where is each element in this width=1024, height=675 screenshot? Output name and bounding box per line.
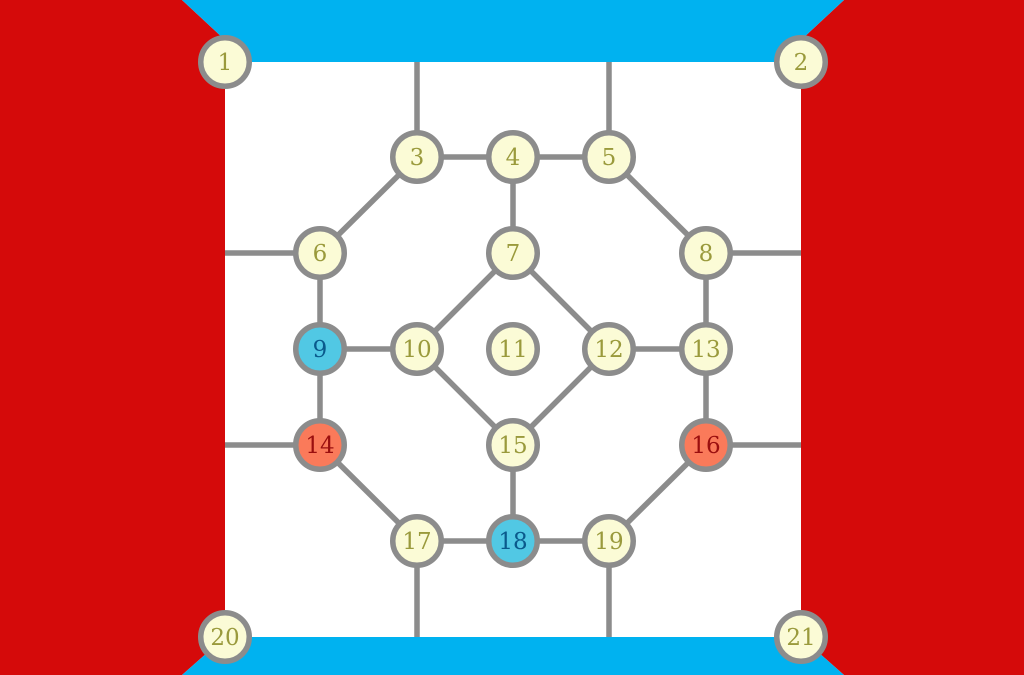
node-circle-1[interactable] (198, 35, 252, 89)
node-circle-9[interactable] (293, 322, 347, 376)
region-bottom-cyan-band (182, 637, 844, 675)
graph-node-8[interactable]: 8 (679, 226, 733, 280)
graph-node-12[interactable]: 12 (582, 322, 636, 376)
region-top-right-red-block (801, 0, 1024, 675)
graph-node-4[interactable]: 4 (486, 130, 540, 184)
node-circle-10[interactable] (390, 322, 444, 376)
graph-node-3[interactable]: 3 (390, 130, 444, 184)
node-circle-21[interactable] (774, 610, 828, 664)
node-circle-11[interactable] (486, 322, 540, 376)
graph-node-21[interactable]: 21 (774, 610, 828, 664)
node-circle-4[interactable] (486, 130, 540, 184)
node-circle-17[interactable] (390, 514, 444, 568)
node-circle-2[interactable] (774, 35, 828, 89)
graph-node-19[interactable]: 19 (582, 514, 636, 568)
region-top-left-red-block (0, 0, 225, 675)
node-circle-12[interactable] (582, 322, 636, 376)
graph-node-2[interactable]: 2 (774, 35, 828, 89)
node-circle-19[interactable] (582, 514, 636, 568)
graph-node-16[interactable]: 16 (679, 418, 733, 472)
graph-node-6[interactable]: 6 (293, 226, 347, 280)
node-circle-16[interactable] (679, 418, 733, 472)
graph-node-14[interactable]: 14 (293, 418, 347, 472)
node-circle-18[interactable] (486, 514, 540, 568)
node-circle-7[interactable] (486, 226, 540, 280)
graph-node-11[interactable]: 11 (486, 322, 540, 376)
graph-node-5[interactable]: 5 (582, 130, 636, 184)
graph-node-7[interactable]: 7 (486, 226, 540, 280)
graph-node-1[interactable]: 1 (198, 35, 252, 89)
node-circle-8[interactable] (679, 226, 733, 280)
node-circle-20[interactable] (198, 610, 252, 664)
node-circle-6[interactable] (293, 226, 347, 280)
node-circle-14[interactable] (293, 418, 347, 472)
graph-node-17[interactable]: 17 (390, 514, 444, 568)
region-top-cyan-band (182, 0, 844, 62)
node-circle-15[interactable] (486, 418, 540, 472)
graph-node-20[interactable]: 20 (198, 610, 252, 664)
graph-node-15[interactable]: 15 (486, 418, 540, 472)
graph-node-10[interactable]: 10 (390, 322, 444, 376)
node-circle-3[interactable] (390, 130, 444, 184)
graph-node-9[interactable]: 9 (293, 322, 347, 376)
graph-node-13[interactable]: 13 (679, 322, 733, 376)
node-circle-13[interactable] (679, 322, 733, 376)
node-circle-5[interactable] (582, 130, 636, 184)
graph-node-18[interactable]: 18 (486, 514, 540, 568)
